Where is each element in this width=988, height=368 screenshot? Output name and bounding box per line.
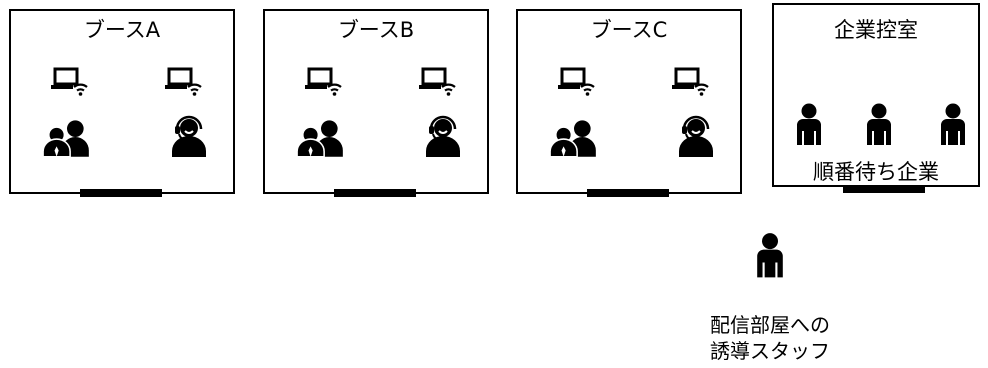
guide-staff-caption: 配信部屋への 誘導スタッフ: [690, 312, 850, 364]
booth-b-door: [334, 189, 416, 197]
person-icon: [794, 103, 824, 145]
two-people-icon: [548, 119, 600, 157]
laptop-wifi-icon: [670, 66, 710, 96]
headset-person-icon: [169, 115, 209, 157]
guide-staff-caption-line2: 誘導スタッフ: [710, 339, 830, 363]
booth-a-label: ブースA: [83, 18, 161, 42]
two-people-icon: [41, 119, 93, 157]
laptop-wifi-icon: [49, 66, 89, 96]
booth-c: ブースC: [516, 9, 742, 194]
waiting-companies-caption: 順番待ち企業: [813, 160, 939, 184]
headset-person-icon: [423, 115, 463, 157]
laptop-wifi-icon: [163, 66, 203, 96]
waiting-room-label: 企業控室: [834, 18, 918, 42]
guide-staff-caption-line1: 配信部屋への: [710, 313, 830, 337]
person-icon: [864, 103, 894, 145]
laptop-wifi-icon: [303, 66, 343, 96]
booth-c-label: ブースC: [590, 18, 668, 42]
booth-a: ブースA: [9, 9, 235, 194]
two-people-icon: [295, 119, 347, 157]
booth-b-label: ブースB: [337, 18, 415, 42]
booth-a-door: [80, 189, 162, 197]
booth-c-door: [587, 189, 669, 197]
waiting-room-door: [843, 185, 925, 193]
person-icon: [938, 103, 968, 145]
person-icon: [754, 230, 786, 280]
booth-b: ブースB: [263, 9, 489, 194]
headset-person-icon: [676, 115, 716, 157]
waiting-room: 企業控室 順番待ち企業: [772, 3, 980, 187]
laptop-wifi-icon: [556, 66, 596, 96]
laptop-wifi-icon: [417, 66, 457, 96]
